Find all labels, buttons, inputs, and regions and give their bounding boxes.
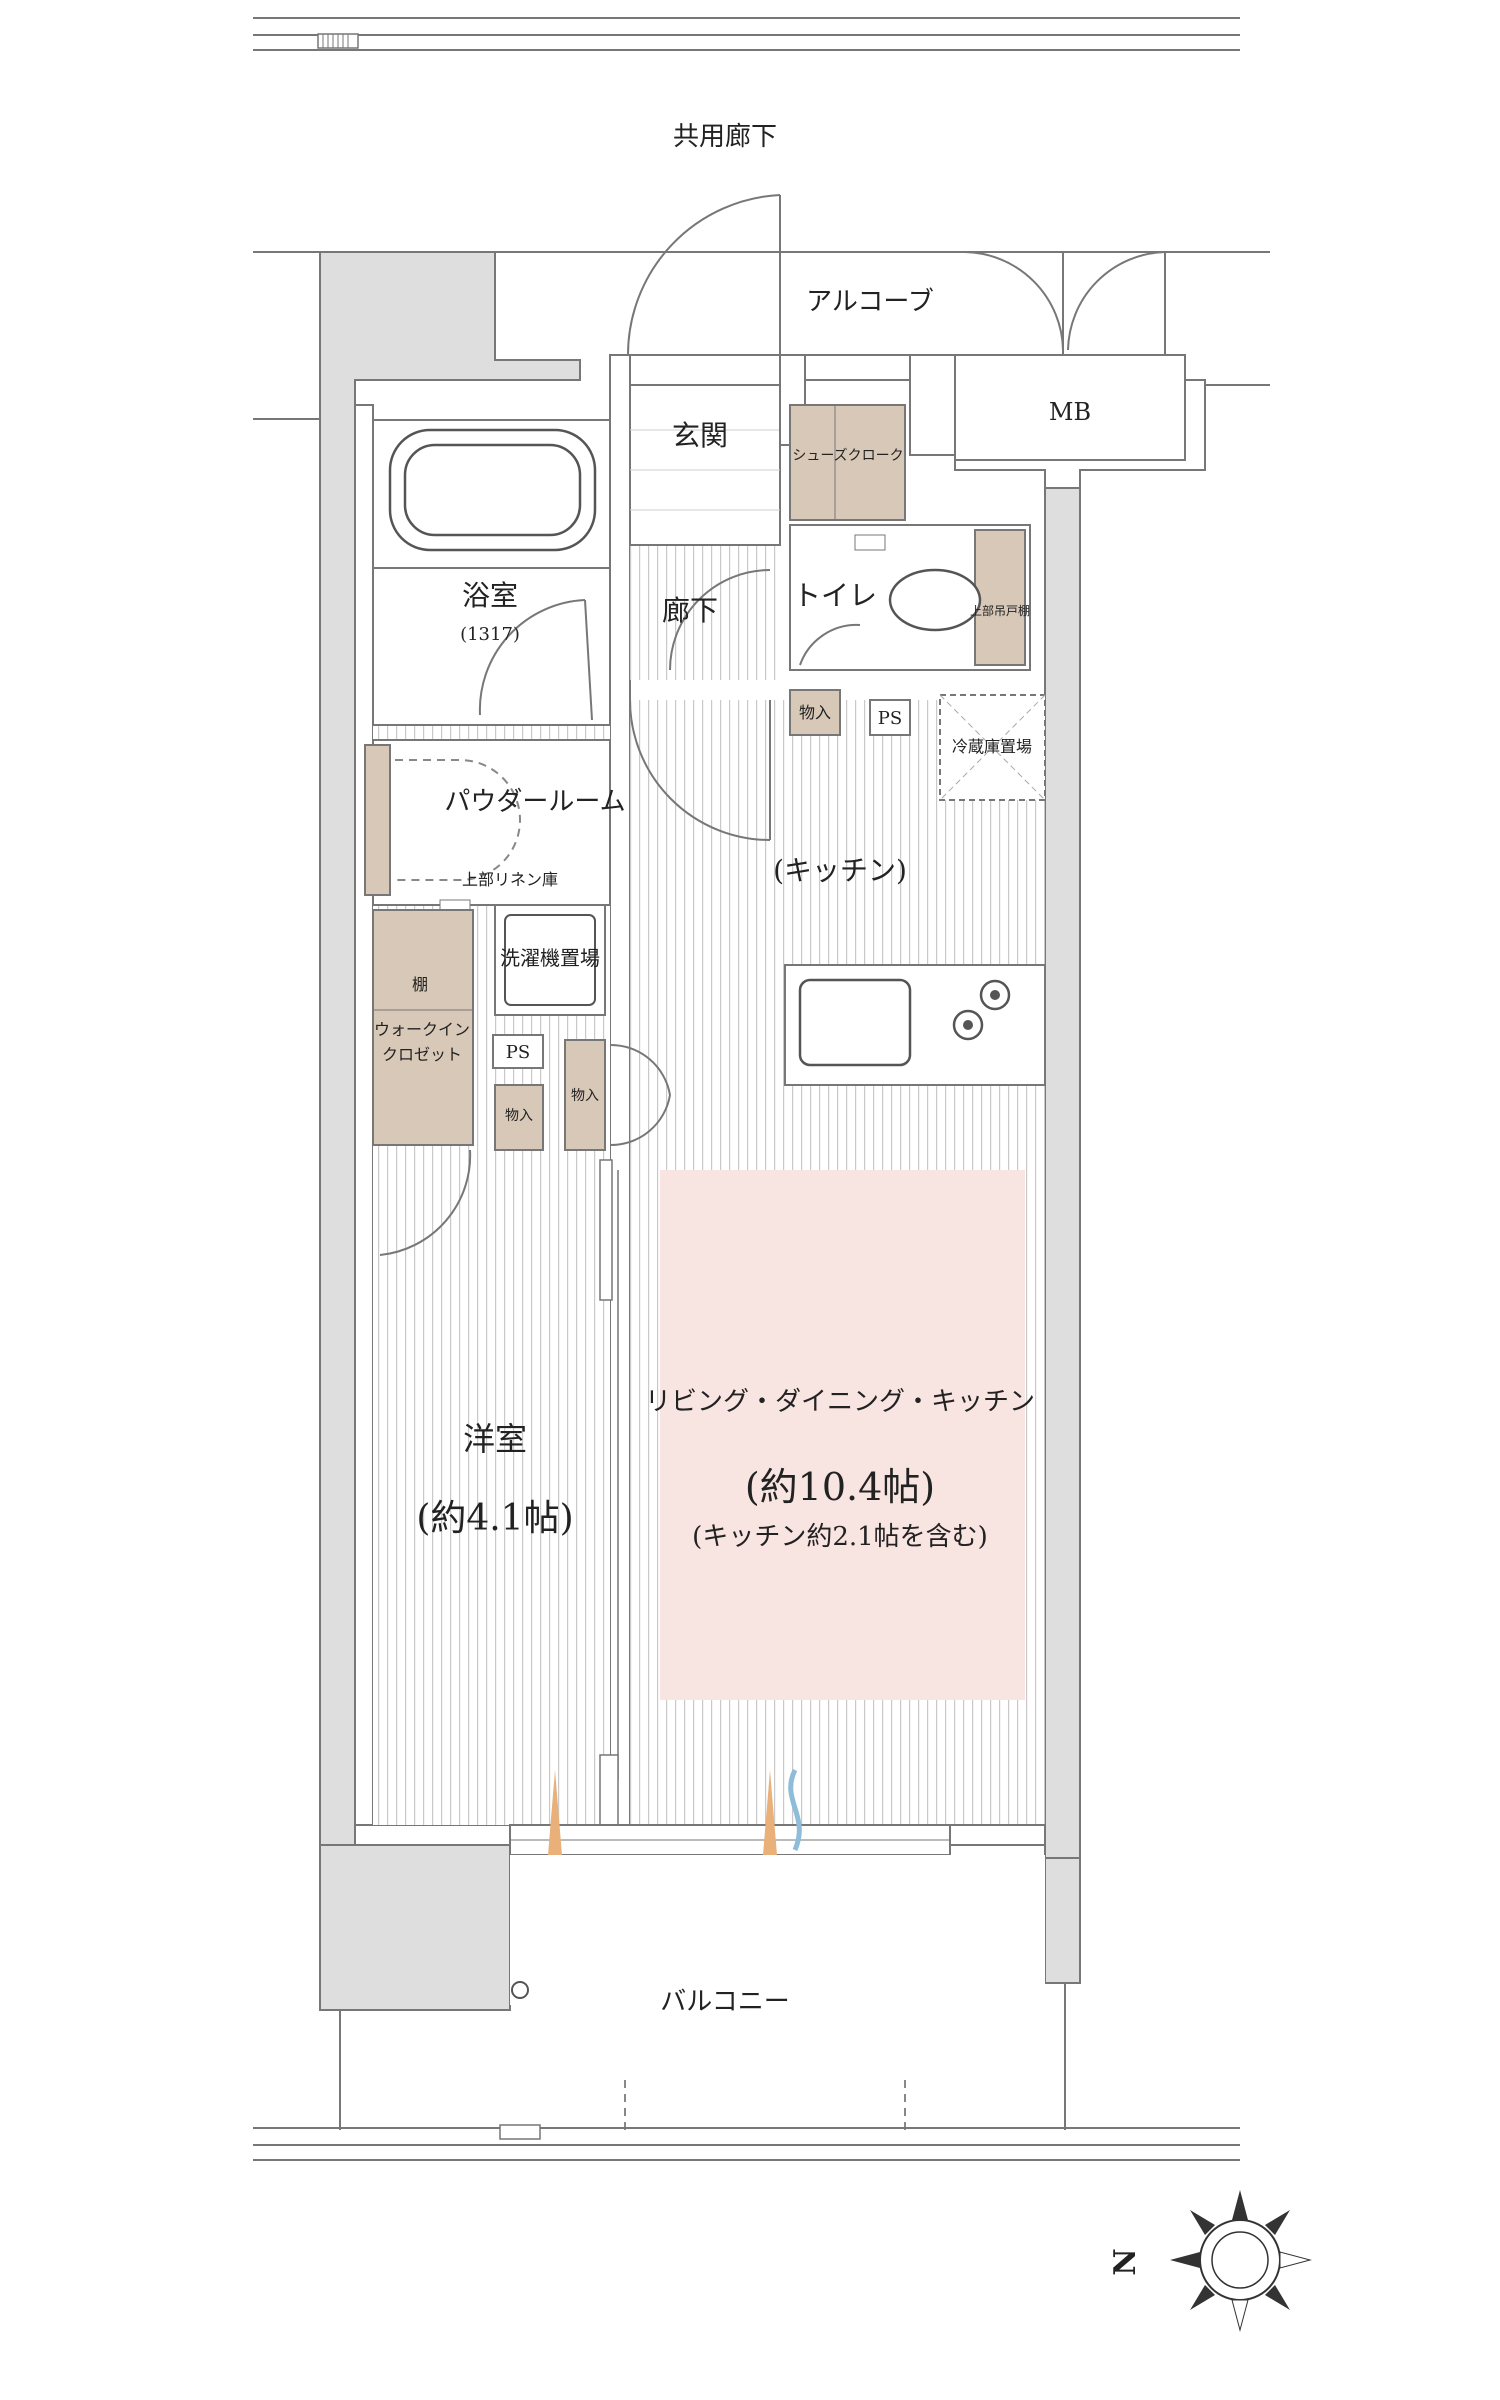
mb-label: MB	[1049, 398, 1091, 426]
storage-label-center: 物入	[571, 1088, 599, 1104]
ldk-highlight	[660, 1170, 1025, 1700]
common-corridor-label: 共用廊下	[673, 122, 777, 152]
toilet-label: トイレ	[793, 579, 877, 612]
balcony-label: バルコニー	[660, 1987, 789, 2017]
walk-in-label-2: クロゼット	[382, 1045, 462, 1064]
genkan	[629, 384, 781, 546]
bottom-railing	[253, 2124, 1240, 2161]
right-wall	[1044, 487, 1081, 1859]
kitchen-label: (キッチン)	[773, 854, 907, 887]
alcove-label: アルコーブ	[806, 287, 934, 317]
top-railing	[253, 17, 1240, 51]
column-bottom-right	[1044, 1857, 1081, 1984]
left-wall	[354, 404, 374, 1826]
storage-label-left: 物入	[505, 1108, 533, 1124]
ldk-note-label: (キッチン約2.1帖を含む)	[692, 1522, 988, 1552]
ldk-label: リビング・ダイニング・キッチン	[645, 1387, 1035, 1417]
upper-cabinet-label: 上部吊戸棚	[970, 603, 1030, 618]
ps-label-1: PS	[878, 708, 902, 729]
bathroom-size: (1317)	[460, 624, 520, 645]
linen-label: 上部リネン庫	[462, 870, 558, 889]
fridge-label: 冷蔵庫置場	[952, 737, 1032, 756]
storage-label-toilet: 物入	[799, 703, 831, 722]
upper-cabinet	[974, 529, 1026, 666]
partition-wall-1	[609, 354, 631, 1836]
entrance-label: 玄関	[672, 419, 728, 452]
mb-box	[954, 354, 1186, 461]
walk-in-label-1: ウォークイン	[374, 1020, 470, 1039]
shelf-label: 棚	[412, 975, 428, 994]
powder-room-label: パウダールーム	[444, 787, 625, 817]
entry-door	[626, 194, 781, 356]
walk-in-closet	[372, 909, 474, 1146]
bathroom-label: 浴室	[462, 579, 518, 612]
ps-label-2: PS	[506, 1042, 530, 1063]
powder-room	[372, 739, 611, 906]
stove-burners	[952, 979, 1011, 1041]
western-room-label: 洋室	[463, 1420, 527, 1458]
airflow-blue	[788, 1768, 802, 1851]
column-bottom-left	[319, 1844, 511, 2011]
shoes-closet-label: シューズクローク	[792, 448, 903, 464]
airflow-marker-2	[763, 1770, 777, 1855]
shoes-closet	[789, 404, 906, 521]
western-area-label: (約4.1帖)	[416, 1498, 573, 1539]
balcony	[510, 1855, 1045, 2005]
north-mark: N	[1108, 2248, 1143, 2275]
hallway-label: 廊下	[662, 594, 718, 627]
ldk-area-label: (約10.4帖)	[745, 1465, 935, 1509]
airflow-marker-1	[548, 1770, 562, 1855]
compass-icon	[1170, 2190, 1312, 2332]
alcove-doors	[964, 251, 1166, 355]
washer-label: 洗濯機置場	[500, 946, 600, 970]
